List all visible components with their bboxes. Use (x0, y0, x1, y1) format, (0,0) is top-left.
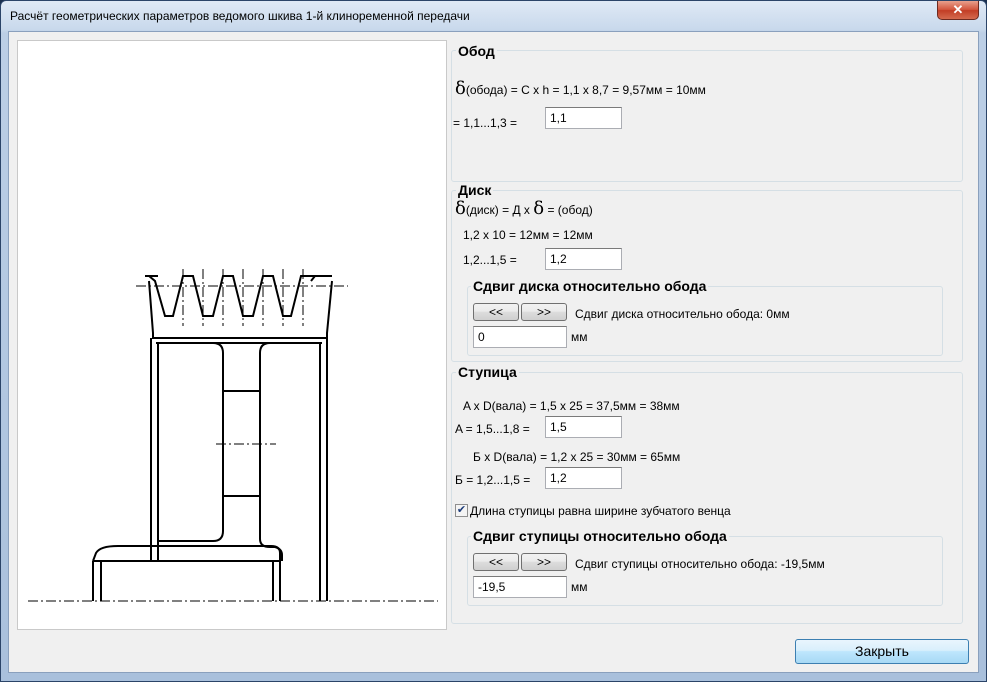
hub-shift-left-button[interactable]: << (473, 553, 519, 571)
hub-coef-b-range: Б = 1,2...1,5 = (455, 473, 531, 487)
hub-body (92, 545, 281, 601)
disk-formula-b: = (обод) (547, 203, 593, 217)
disk-shift-right-button[interactable]: >> (521, 303, 567, 321)
disk-calc: 1,2 x 10 = 12мм = 12мм (463, 228, 593, 242)
rim-coef-input[interactable] (545, 107, 622, 129)
dialog-client-area: Обод δ(обода) = C x h = 1,1 x 8,7 = 9,57… (8, 31, 979, 673)
title-bar[interactable]: Расчёт геометрических параметров ведомог… (1, 1, 986, 31)
disk-shift-status: Сдвиг диска относительно обода: 0мм (575, 307, 790, 321)
close-button[interactable]: Закрыть (795, 639, 969, 664)
window-close-button[interactable]: ✕ (937, 1, 979, 20)
hub-length-checkbox[interactable]: ✔ (455, 504, 468, 517)
hub-formula-a: A x D(вала) = 1,5 x 25 = 37,5мм = 38мм (463, 399, 680, 413)
disk-formula-a: (диск) = Д x (465, 203, 530, 217)
centerlines (28, 269, 438, 602)
checkmark-icon: ✔ (456, 504, 467, 516)
hub-coef-b-input[interactable] (545, 467, 622, 489)
hub-shift-status: Сдвиг ступицы относительно обода: -19,5м… (575, 557, 825, 571)
hub-shift-unit: мм (571, 580, 588, 594)
disk-shift-unit: мм (571, 330, 588, 344)
rim-formula: δ(обода) = C x h = 1,1 x 8,7 = 9,57мм = … (455, 78, 706, 99)
rim-group (451, 50, 963, 182)
disk-shift-left-button[interactable]: << (473, 303, 519, 321)
hub-coef-a-range: A = 1,5...1,8 = (455, 422, 530, 436)
hub-coef-a-input[interactable] (545, 416, 622, 438)
disk-formula: δ(диск) = Д x δ = (обод) (455, 198, 593, 219)
delta-symbol: δ (455, 198, 466, 219)
disk-group (451, 190, 963, 362)
window-title: Расчёт геометрических параметров ведомог… (10, 9, 470, 23)
rim-formula-text: (обода) = C x h = 1,1 x 8,7 = 9,57мм = 1… (465, 83, 706, 97)
disk-group-title: Диск (456, 182, 494, 198)
rim-grooves (145, 275, 318, 317)
hub-formula-b: Б x D(вала) = 1,2 x 25 = 30мм = 65мм (473, 450, 681, 464)
parameters-panel: Обод δ(обода) = C x h = 1,1 x 8,7 = 9,57… (449, 38, 969, 628)
disk-coef-range: 1,2...1,5 = (463, 253, 517, 267)
hub-shift-input[interactable] (473, 576, 567, 598)
disk-right (259, 342, 320, 561)
rim-body (148, 280, 333, 339)
pulley-drawing-canvas (17, 40, 447, 630)
hub-shift-right-button[interactable]: >> (521, 553, 567, 571)
disk-shift-input[interactable] (473, 326, 567, 348)
hub-shift-title: Сдвиг ступицы относительно обода (471, 528, 729, 544)
hub-group (451, 372, 963, 624)
rim-group-title: Обод (456, 43, 497, 59)
hub-group-title: Ступица (456, 364, 519, 380)
disk-coef-input[interactable] (545, 248, 622, 270)
delta-symbol: δ (533, 198, 545, 219)
delta-symbol: δ (455, 78, 466, 99)
rim-coef-range: = 1,1...1,3 = (453, 116, 518, 130)
pulley-cross-section-drawing (28, 269, 438, 602)
pulley-outline (92, 275, 333, 601)
disk-left (158, 342, 224, 542)
close-icon: ✕ (952, 2, 964, 17)
hub-length-checkbox-label[interactable]: Длина ступицы равна ширине зубчатого вен… (470, 504, 731, 518)
disk-shift-title: Сдвиг диска относительно обода (471, 278, 709, 294)
